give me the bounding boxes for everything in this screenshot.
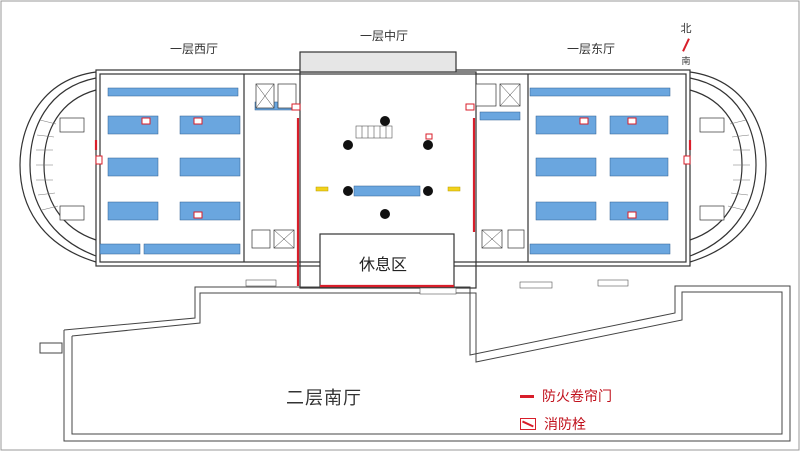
- compass-south-label: 南: [681, 57, 691, 67]
- west-hall-label: 一层西厅: [170, 42, 219, 56]
- legend-item-fire-shutter: 防火卷帘门: [520, 386, 612, 406]
- elevator-crosses: [255, 83, 521, 249]
- rest-area-label: 休息区: [359, 255, 408, 274]
- yellow-markers: [315, 186, 461, 192]
- south-hall-outline: [39, 285, 791, 442]
- compass: 北 南: [676, 20, 696, 67]
- east-hall-label: 一层东厅: [567, 42, 616, 56]
- legend: 防火卷帘门 消防栓: [520, 386, 612, 442]
- west-hall-booths: [99, 87, 296, 255]
- fire-hydrant-markers: [95, 103, 691, 219]
- compass-north-label: 北: [680, 22, 692, 35]
- east-hall-booths: [479, 87, 671, 255]
- fire-hydrant-icon: [520, 418, 536, 430]
- north-arrow-icon: [682, 38, 690, 52]
- fire-shutter-line-icon: [520, 394, 534, 398]
- building-outline: [19, 51, 767, 289]
- escalator: [355, 125, 393, 139]
- legend-label: 防火卷帘门: [542, 389, 612, 405]
- south-openings: [245, 279, 629, 295]
- atrium-columns: [343, 116, 433, 219]
- center-hall-label: 一层中厅: [360, 29, 409, 43]
- legend-item-fire-hydrant: 消防栓: [520, 414, 612, 434]
- south-hall-label: 二层南厅: [286, 388, 362, 409]
- legend-label: 消防栓: [544, 417, 586, 433]
- center-booth-strip: [353, 185, 421, 197]
- fire-shutter-doors: [94, 118, 692, 288]
- end-stair-lines: [36, 119, 750, 211]
